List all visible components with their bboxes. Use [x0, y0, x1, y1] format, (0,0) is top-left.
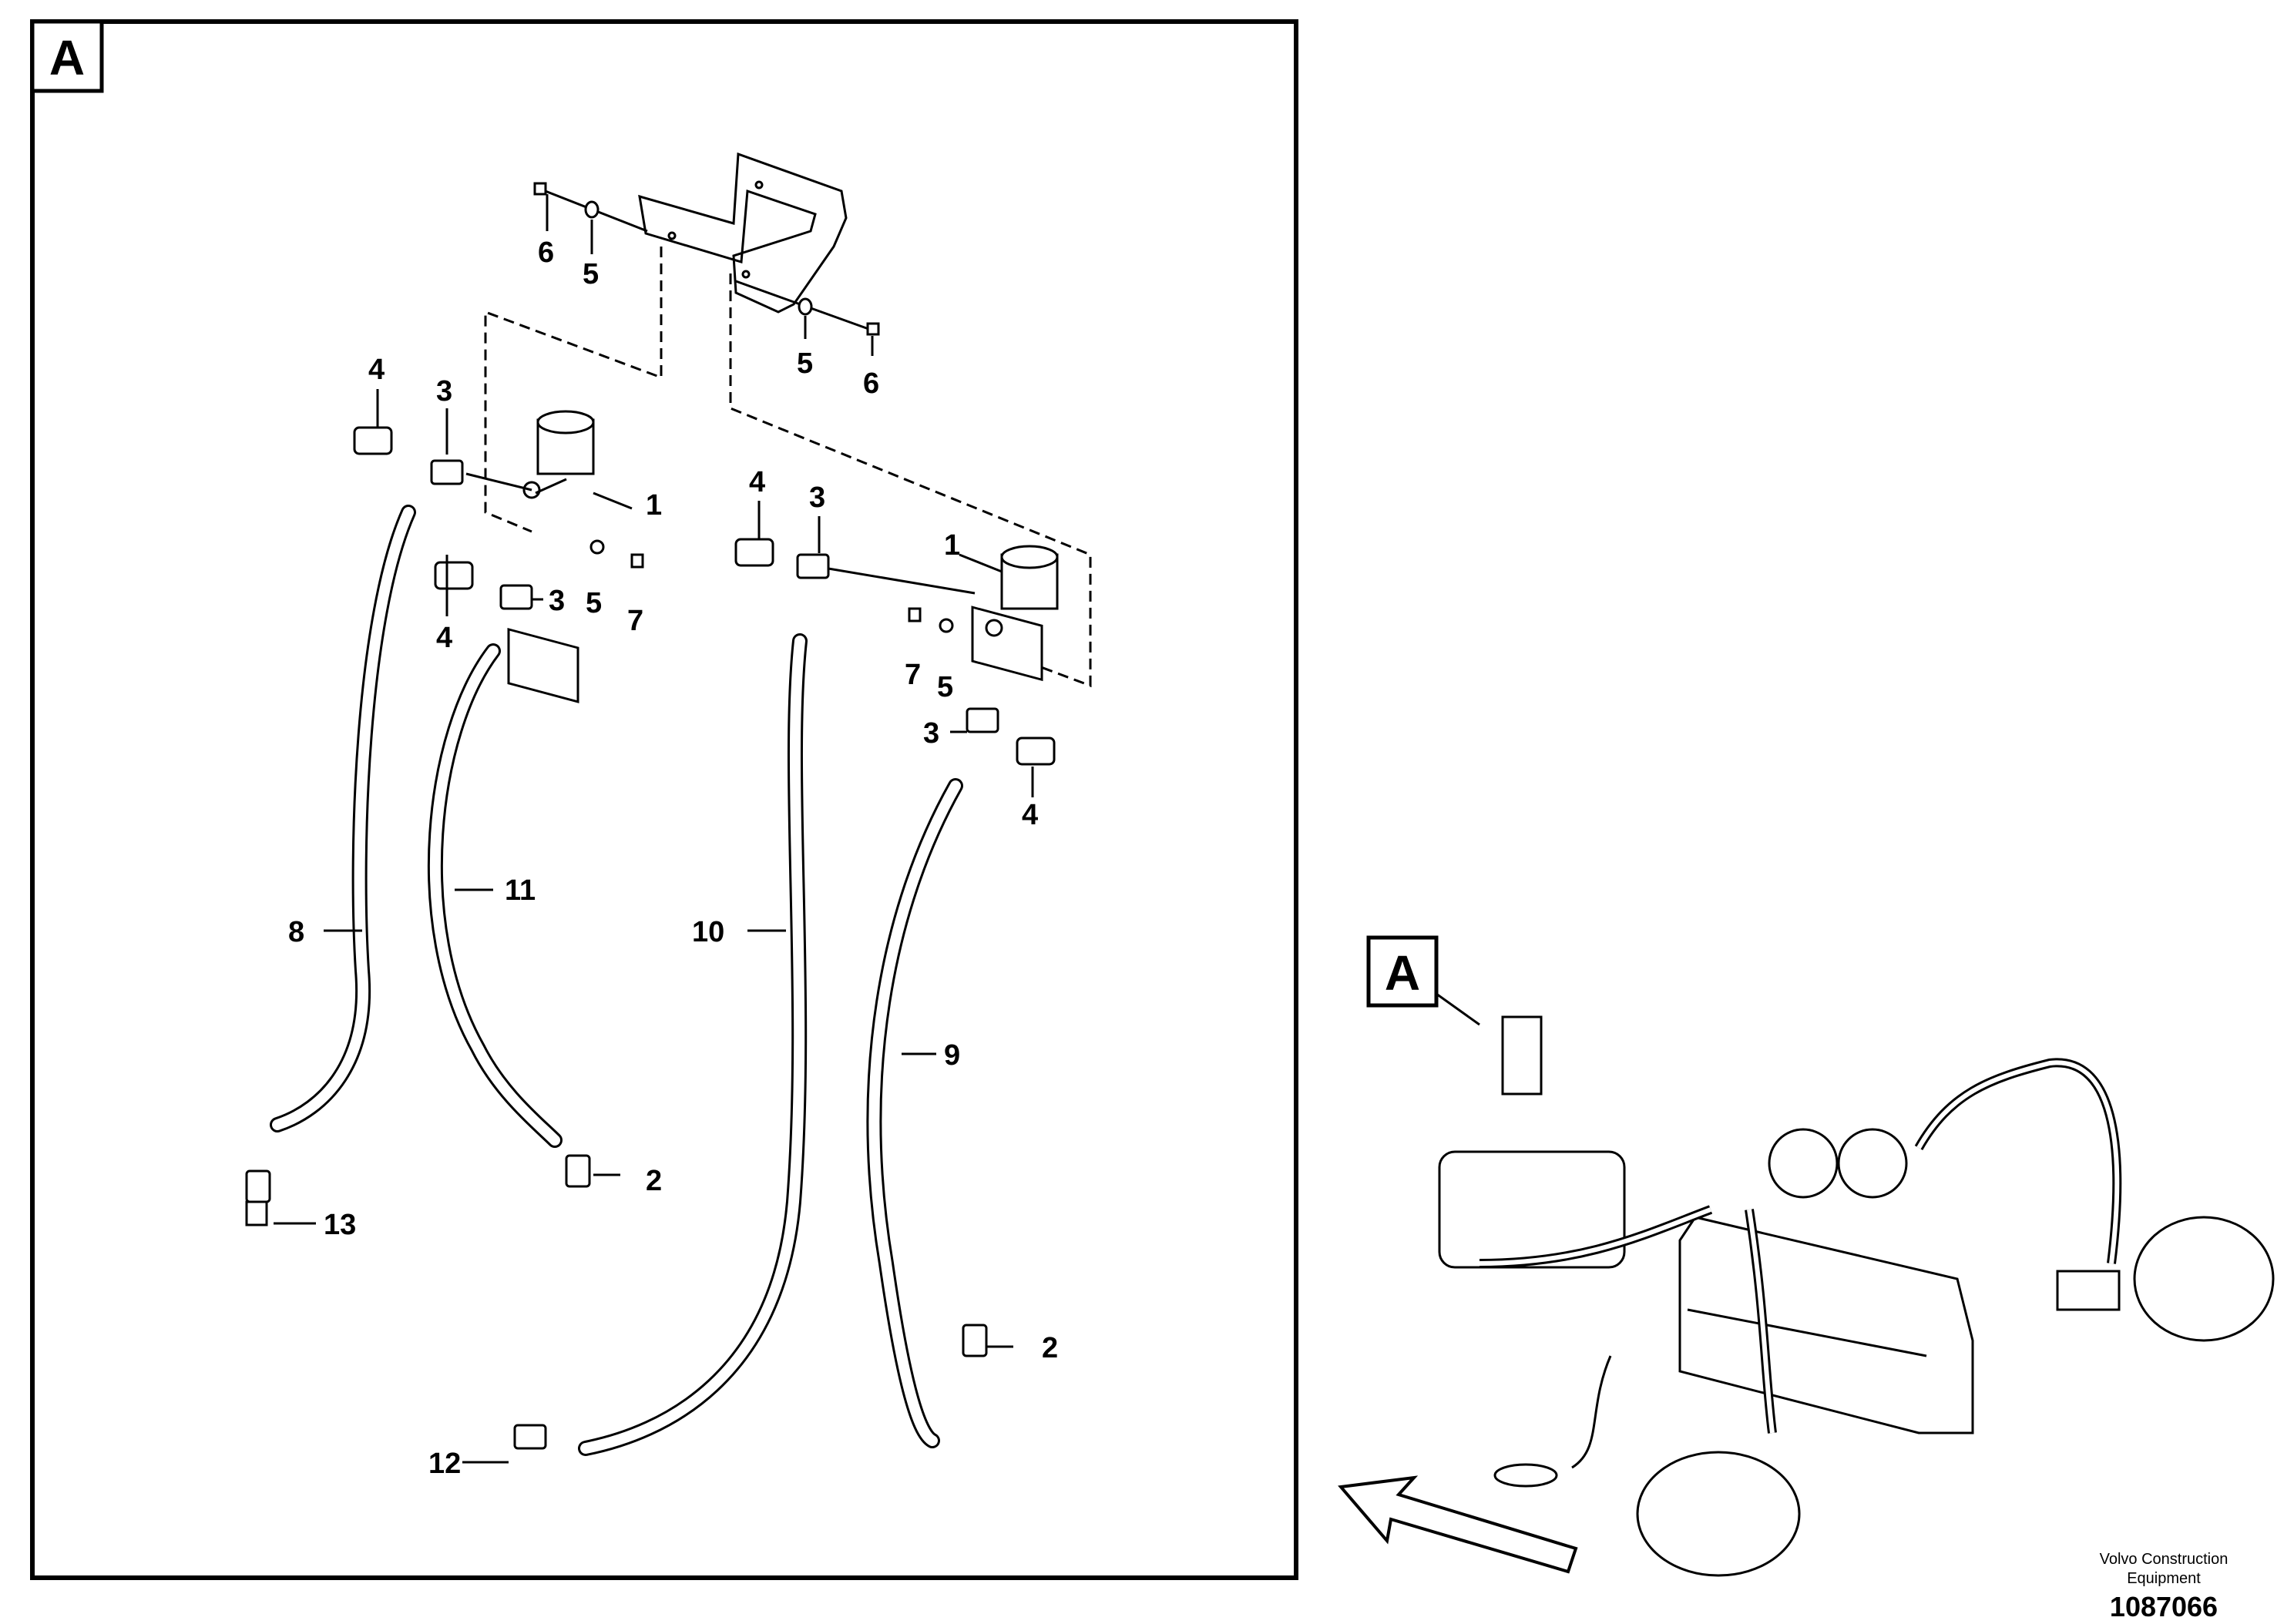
callout-7b: 7 — [905, 659, 921, 691]
overview-view: A — [1338, 935, 2275, 1577]
direction-arrow — [1338, 1475, 1578, 1574]
callout-9: 9 — [944, 1039, 960, 1072]
footer: Volvo Construction Equipment 1087066 — [2100, 1551, 2229, 1622]
callout-7a: 7 — [627, 605, 643, 637]
hose-ends — [245, 1154, 988, 1450]
bolts-top — [533, 182, 880, 356]
solenoid-valve-right — [971, 545, 1059, 682]
callout-2b: 2 — [1042, 1332, 1058, 1364]
bracket — [638, 152, 848, 314]
callout-3a: 3 — [436, 375, 452, 408]
solenoid-valve-left — [507, 410, 595, 703]
callout-1b: 1 — [944, 529, 960, 562]
hoses — [270, 505, 963, 1456]
callout-4b: 4 — [436, 622, 452, 654]
callout-2a: 2 — [646, 1165, 662, 1197]
detail-id-label: A — [49, 30, 85, 86]
overview-id-leader — [1436, 992, 1480, 1026]
overview-hoses-inner — [1479, 1060, 2120, 1434]
machine-overview — [1438, 1015, 2275, 1577]
callout-labels: 1 1 2 2 3 3 3 3 4 4 4 4 5 5 5 5 6 6 7 7 … — [288, 237, 1058, 1480]
callout-leaders — [274, 389, 1034, 1464]
brand-line-2: Equipment — [2127, 1570, 2201, 1587]
callout-4c: 4 — [749, 466, 765, 498]
detail-frame — [30, 19, 1298, 1580]
callout-3c: 3 — [809, 481, 825, 514]
callout-1a: 1 — [646, 489, 662, 522]
overview-id-box: A — [1366, 935, 1439, 1008]
callout-6a: 6 — [538, 237, 554, 269]
fittings — [353, 426, 1056, 766]
dashed-leaders — [484, 247, 1092, 688]
document-number: 1087066 — [2110, 1591, 2218, 1620]
hoses-inner — [272, 507, 961, 1454]
detail-view: A — [30, 19, 1298, 1580]
callout-4a: 4 — [368, 354, 385, 386]
callout-13: 13 — [324, 1209, 356, 1241]
callout-10: 10 — [692, 916, 724, 948]
callout-3d: 3 — [923, 717, 939, 750]
callout-5d: 5 — [937, 671, 953, 703]
callout-5c: 5 — [586, 587, 602, 619]
brand-line-1: Volvo Construction — [2100, 1551, 2229, 1568]
detail-id-box: A — [30, 19, 104, 93]
callout-8: 8 — [288, 916, 304, 948]
callout-3b: 3 — [549, 585, 565, 617]
callout-6b: 6 — [863, 367, 879, 400]
callout-12: 12 — [428, 1448, 461, 1480]
callout-4d: 4 — [1022, 799, 1038, 831]
callout-11: 11 — [505, 874, 536, 907]
overview-id-label: A — [1385, 945, 1420, 1001]
callout-5b: 5 — [797, 347, 813, 380]
callout-5a: 5 — [583, 258, 599, 290]
